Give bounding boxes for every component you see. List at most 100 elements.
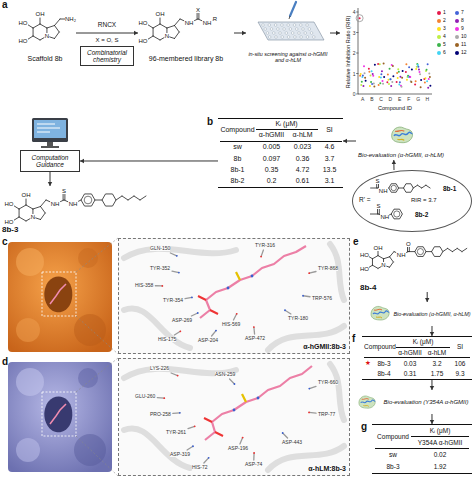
bond-line [191, 313, 197, 316]
data-point [364, 77, 366, 79]
bond-line [14, 206, 20, 210]
bond-line [148, 25, 154, 29]
table-cell: 4.72 [288, 164, 318, 175]
well [298, 32, 301, 35]
well [310, 32, 313, 35]
atom-label: HO [18, 20, 28, 26]
complex-label: α-hLM:8b-3 [308, 465, 346, 473]
data-point [415, 68, 417, 70]
data-point [388, 83, 390, 85]
residue-label: TYR-180 [288, 316, 308, 321]
bond-line [390, 262, 394, 267]
atom-label: OH [21, 192, 31, 198]
table-cell: 1.92 [411, 461, 469, 473]
aromatic-ring [84, 196, 92, 204]
bond-line [148, 36, 154, 40]
atom-label: OH [373, 245, 383, 251]
well [272, 32, 275, 35]
arrow-head [425, 298, 429, 302]
step-label: Bio-evaluation (α-hGMII, α-hLM) [393, 311, 470, 317]
residue-label: HIS-569 [222, 322, 240, 327]
ring [81, 194, 95, 206]
table-cell: 8b-1 [220, 164, 256, 175]
legend-swatch [437, 19, 441, 23]
data-point [424, 77, 426, 79]
well [291, 32, 294, 35]
atom-dot [179, 330, 181, 332]
table-cell: 13.5 [318, 164, 342, 175]
data-point [427, 87, 429, 89]
well [270, 28, 273, 31]
atom-label: OH [155, 11, 165, 17]
well [287, 24, 290, 27]
atom-dot [178, 272, 180, 274]
ring [389, 184, 399, 192]
bond-line [372, 265, 378, 268]
bond-line [155, 285, 162, 286]
data-point [420, 79, 422, 81]
axis-tick: D [389, 97, 393, 102]
data-point [390, 78, 392, 80]
bond-line [185, 297, 192, 298]
data-point [392, 75, 394, 77]
atom-label: HO [138, 20, 148, 26]
bioassay-step: Bio-evaluation (α-hGMII, α-hLM) [392, 302, 472, 326]
chemical-structure [368, 244, 467, 268]
compound-label: 8b-4 [360, 283, 376, 292]
legend-text: 6 [443, 50, 446, 55]
data-point [426, 69, 428, 71]
arrow-head [336, 31, 340, 35]
table-cell: sw [375, 449, 411, 461]
step-label: Scaffold 8b [28, 55, 63, 63]
well [289, 28, 292, 31]
data-point [402, 70, 404, 72]
atom-dot [191, 297, 193, 299]
atom-label: HO [138, 38, 148, 44]
panel-letter: d [2, 357, 8, 367]
table-cell: 0.02 [411, 449, 469, 461]
arrow-head [48, 182, 52, 186]
computer-icon [32, 118, 68, 148]
reagent-note: X = O, S [96, 37, 119, 43]
legend-text: 10 [461, 34, 467, 39]
data-point [381, 70, 383, 72]
legend-text: 11 [461, 42, 466, 47]
table-cell: 0.097 [256, 153, 288, 164]
data-point [386, 81, 388, 83]
step-label: in-situ screening against α-hGMII and α-… [246, 51, 330, 63]
bond-line [173, 412, 180, 414]
bond-line [413, 185, 417, 188]
bioassay-step: Bio-evaluation (Y354A α-hGMII) [380, 390, 472, 414]
residue-label: LYS-226 [150, 366, 169, 371]
data-point [429, 76, 431, 78]
data-point [382, 80, 384, 82]
bond-line [390, 252, 394, 257]
axis-tick: H [426, 97, 430, 102]
data-point [419, 73, 421, 75]
table-cell: 8b-2 [220, 176, 256, 187]
data-table: CompoundKᵢ (μM)SIα-hGMIIα-hLM★8b-30.033.… [362, 336, 472, 380]
arrow-head [134, 31, 138, 35]
data-point [370, 81, 372, 83]
bond-line [399, 188, 404, 189]
bond-line [153, 28, 154, 36]
step-label: Bio-evaluation (α-hGMII, α-hLM) [358, 152, 444, 159]
data-point [378, 84, 380, 86]
well [295, 28, 298, 31]
data-point [383, 63, 385, 65]
bond-line [187, 446, 193, 450]
bond-line [55, 32, 60, 39]
structure-panel: 96-membered library 8b [138, 2, 234, 64]
legend-swatch [455, 51, 459, 55]
bond-line [167, 26, 175, 29]
axis-tick: 4 [353, 10, 356, 15]
highlight-circle [356, 15, 363, 22]
data-point [427, 63, 429, 65]
atom-dot [308, 388, 310, 390]
arrow-head [343, 139, 347, 143]
aromatic-ring [391, 185, 396, 190]
axis-tick: G [416, 97, 420, 102]
legend-swatch [437, 27, 441, 31]
bond-line [47, 26, 55, 29]
protein-icon [359, 396, 375, 408]
